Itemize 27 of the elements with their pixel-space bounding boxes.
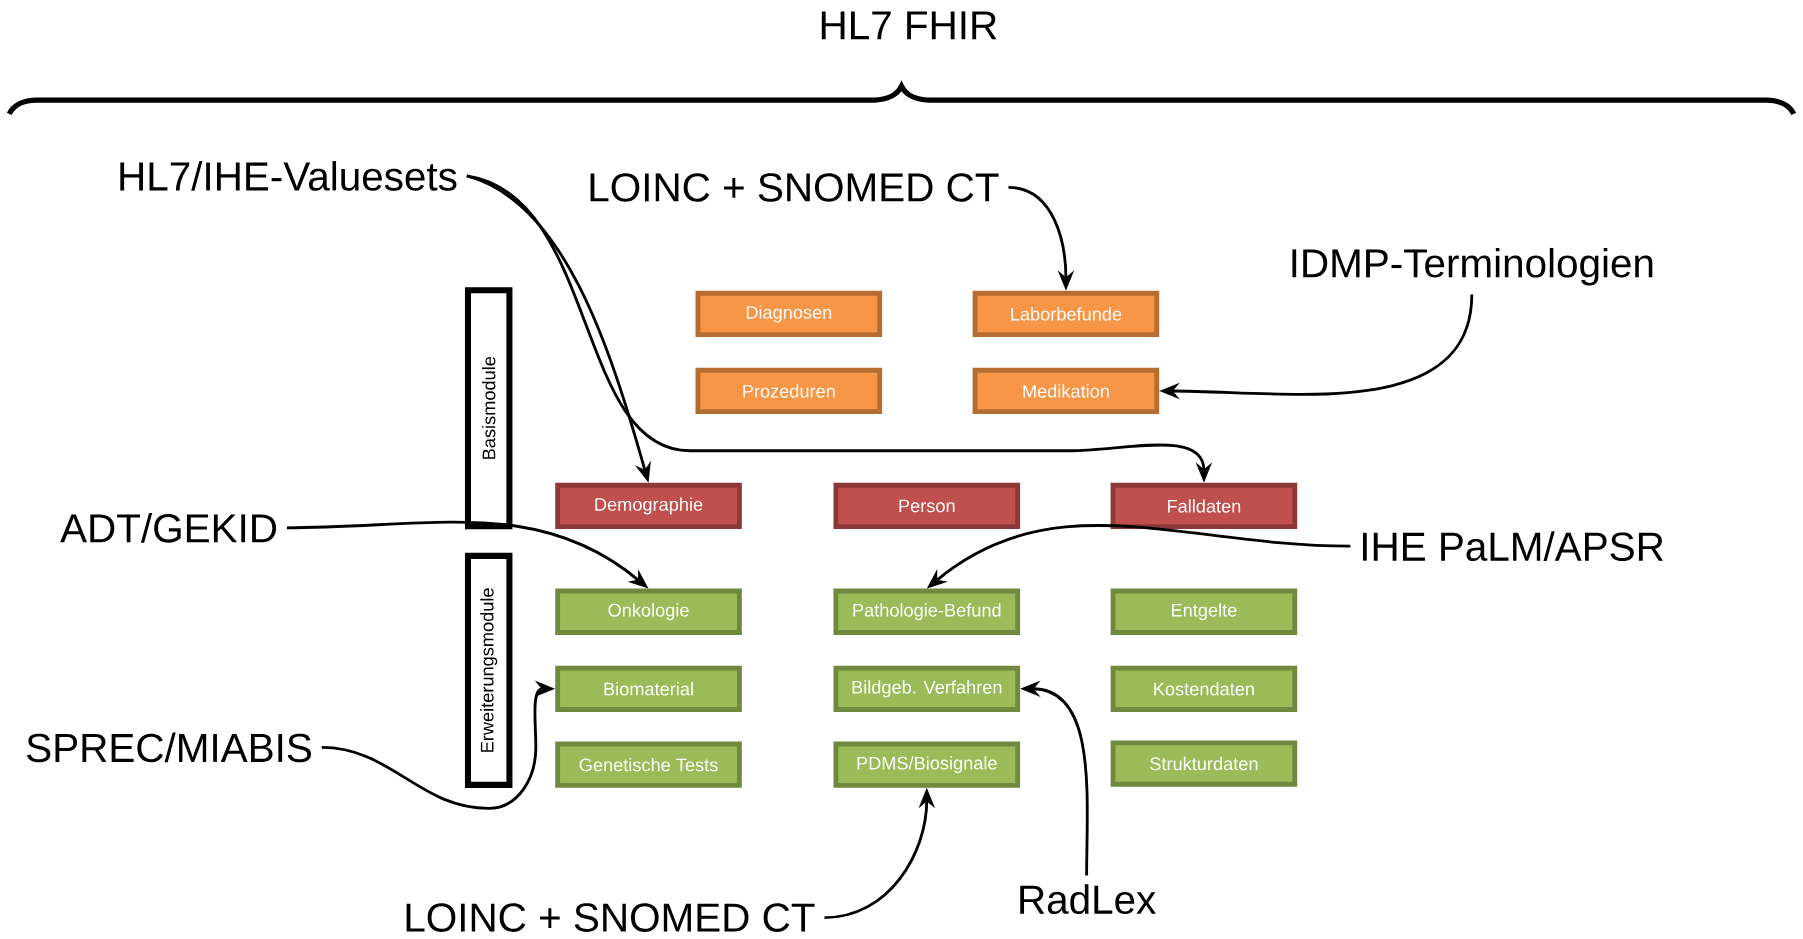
module-box: Bildgeb. Verfahren xyxy=(833,665,1021,712)
module-box: PDMS/Biosignale xyxy=(833,741,1021,788)
module-box: Person xyxy=(833,482,1021,529)
terminology-label: HL7/IHE-Valuesets xyxy=(120,160,457,191)
terminology-label: IDMP-Terminologien xyxy=(1292,247,1653,286)
module-box: Onkologie xyxy=(555,588,742,635)
module-box: Entgelte xyxy=(1110,588,1298,635)
module-bar: Basismodule xyxy=(464,287,513,529)
module-box: Prozeduren xyxy=(695,367,883,414)
terminology-label: LOINC + SNOMED CT xyxy=(590,172,999,202)
module-box: Demographie xyxy=(555,482,742,529)
terminology-label: LOINC + SNOMED CT xyxy=(406,903,815,932)
module-box: Diagnosen xyxy=(695,290,883,337)
module-bar: Erweiterungsmodule xyxy=(464,552,513,788)
terminology-label: IHE PaLM/APSR xyxy=(1363,531,1663,561)
terminology-label: ADT/GEKID xyxy=(60,512,277,543)
module-box: Pathologie-Befund xyxy=(833,588,1021,635)
module-box: Strukturdaten xyxy=(1110,740,1298,787)
module-box: Medikation xyxy=(972,367,1160,414)
module-box: Genetische Tests xyxy=(555,741,742,788)
module-box: Laborbefunde xyxy=(972,290,1160,337)
terminology-label: RadLex xyxy=(1020,884,1156,914)
terminology-label: SPREC/MIABIS xyxy=(27,732,311,763)
title: HL7 FHIR xyxy=(821,11,997,39)
module-box: Biomaterial xyxy=(555,665,742,712)
module-box: Kostendaten xyxy=(1110,665,1298,712)
module-box: Falldaten xyxy=(1110,482,1298,529)
